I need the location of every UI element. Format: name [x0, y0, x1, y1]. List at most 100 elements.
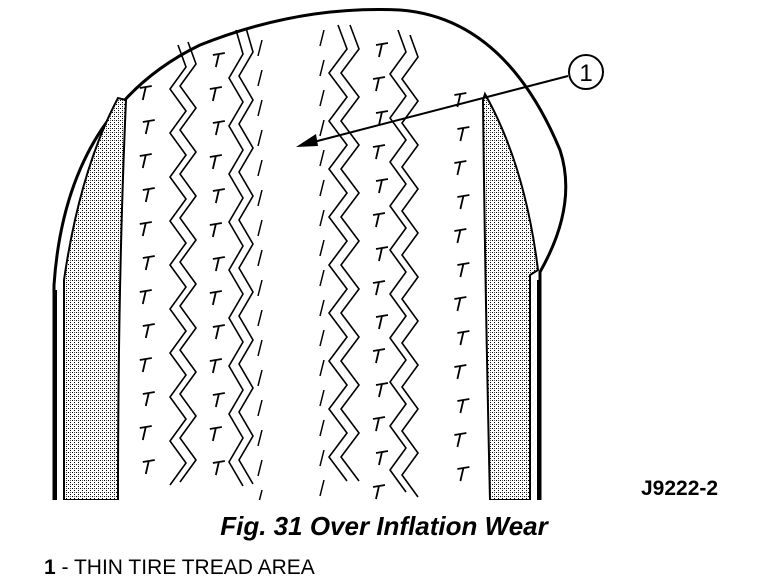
tread-sipe-dash	[257, 189, 263, 207]
tread-sipe-dash	[319, 329, 325, 347]
tread-sipe-mark	[372, 280, 386, 296]
legend: 1 - THIN TIRE TREAD AREA	[44, 556, 315, 580]
tread-sipe-dash	[257, 369, 263, 387]
tread-sipe-dash	[257, 99, 263, 117]
tread-sipe-mark	[375, 178, 389, 194]
tread-sipe-dash	[319, 29, 325, 47]
tread-sipe-mark	[212, 256, 226, 272]
tread-sipe-mark	[454, 228, 467, 244]
tread-sipe-mark	[375, 382, 389, 398]
tread-sipe-dash	[257, 129, 263, 147]
tread-sipe-mark	[139, 357, 152, 373]
tread-sipe-mark	[212, 460, 226, 476]
callout-circle	[568, 54, 604, 90]
tread-sipe-dash	[319, 59, 325, 77]
tread-sipe-dash	[319, 119, 325, 137]
tread-sipe-mark	[372, 416, 386, 432]
tread-sipe-mark	[457, 262, 470, 278]
tire-tread-illustration: 1	[52, 7, 604, 500]
tread-sipe-mark	[209, 290, 223, 306]
tread-sipe-dash	[257, 339, 263, 357]
tread-sipe-mark	[457, 398, 470, 414]
tread-sipe-dash	[257, 69, 263, 87]
callout-leader-line	[301, 75, 569, 146]
tread-pattern	[139, 24, 470, 500]
tread-sipe-mark	[375, 314, 389, 330]
tread-sipe-mark	[139, 153, 152, 169]
tread-sipe-dash	[257, 219, 263, 237]
tread-sipe-mark	[372, 348, 386, 364]
tread-sipe-dash	[257, 39, 263, 57]
tread-sipe-dash	[319, 269, 325, 287]
tread-sipe-mark	[454, 160, 467, 176]
tread-sipe-dash	[319, 299, 325, 317]
tread-groove-line	[340, 24, 360, 482]
tread-sipe-mark	[375, 42, 389, 58]
tread-sipe-mark	[209, 426, 223, 442]
tread-sipe-dash	[319, 389, 325, 407]
tread-sipe-dash	[257, 399, 263, 417]
tread-sipe-dash	[257, 309, 263, 327]
tread-sipe-mark	[375, 110, 389, 126]
tread-sipe-mark	[209, 86, 223, 102]
tread-sipe-dash	[319, 359, 325, 377]
tread-sipe-dash	[319, 179, 325, 197]
tread-sipe-dash	[257, 249, 263, 267]
tread-sipe-mark	[212, 188, 226, 204]
tread-sipe-mark	[209, 154, 223, 170]
tread-sipe-mark	[212, 52, 226, 68]
tread-sipe-dash	[257, 159, 263, 177]
tread-sipe-dash	[319, 149, 325, 167]
right-shoulder-shading	[481, 91, 540, 500]
tread-sipe-mark	[372, 484, 386, 500]
tread-sipe-dash	[257, 459, 263, 477]
tread-groove-line	[238, 27, 254, 485]
tread-sipe-mark	[375, 246, 389, 262]
tread-sipe-dash	[319, 89, 325, 107]
tread-sipe-mark	[142, 391, 155, 407]
tread-sipe-dash	[319, 449, 325, 467]
tread-sipe-mark	[209, 222, 223, 238]
tread-sipe-mark	[457, 126, 470, 142]
tread-sipe-dash	[257, 279, 263, 297]
tread-sipe-dash	[257, 429, 263, 447]
tread-sipe-mark	[454, 296, 467, 312]
tread-sipe-mark	[457, 194, 470, 210]
tread-sipe-dash	[319, 209, 325, 227]
tread-sipe-mark	[139, 425, 152, 441]
tread-sipe-dash	[258, 489, 263, 500]
tread-sipe-mark	[142, 119, 155, 135]
tread-sipe-dash	[319, 419, 325, 437]
tread-sipe-mark	[142, 459, 155, 475]
tread-sipe-mark	[457, 330, 470, 346]
tread-sipe-mark	[139, 221, 152, 237]
tread-sipe-mark	[139, 85, 152, 101]
left-shoulder-shading	[63, 96, 128, 500]
tread-sipe-mark	[209, 358, 223, 374]
tread-sipe-mark	[372, 212, 386, 228]
callout-arrowhead	[296, 134, 318, 147]
tread-sipe-mark	[372, 144, 386, 160]
tread-sipe-mark	[142, 187, 155, 203]
legend-item-separator: -	[55, 556, 74, 579]
tread-groove-line	[179, 41, 197, 483]
tread-sipe-dash	[319, 479, 325, 497]
tread-sipe-mark	[142, 255, 155, 271]
legend-item: 1 - THIN TIRE TREAD AREA	[44, 556, 315, 580]
tread-sipe-dash	[319, 239, 325, 257]
tread-sipe-mark	[375, 450, 389, 466]
tread-groove-line	[401, 34, 419, 498]
legend-item-number: 1	[44, 556, 56, 579]
tread-groove-line	[169, 44, 187, 486]
tread-sipe-mark	[457, 466, 470, 482]
tread-groove-line	[389, 29, 407, 493]
legend-item-text: THIN TIRE TREAD AREA	[73, 556, 315, 579]
figure-caption: Fig. 31 Over Inflation Wear	[220, 511, 548, 541]
tread-sipe-mark	[212, 392, 226, 408]
drawing-reference: J9222-2	[641, 477, 719, 500]
tread-sipe-mark	[212, 120, 226, 136]
callout-number: 1	[579, 60, 592, 87]
tread-sipe-mark	[139, 289, 152, 305]
tread-sipe-mark	[212, 324, 226, 340]
tread-sipe-mark	[454, 364, 467, 380]
